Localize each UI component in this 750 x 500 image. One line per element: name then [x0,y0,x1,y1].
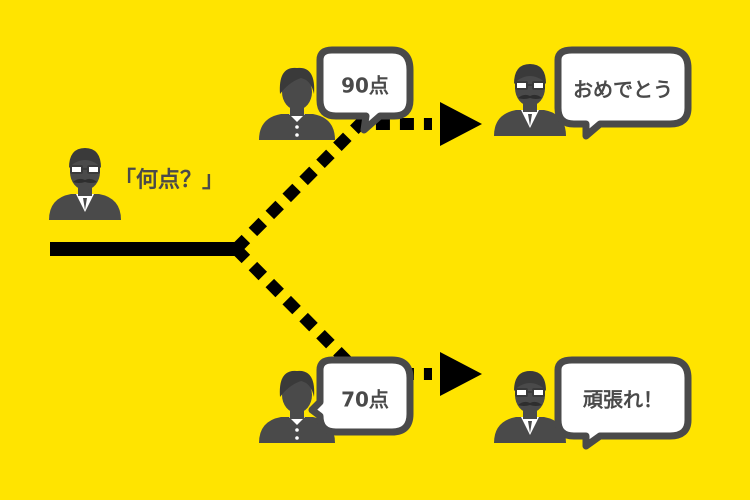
reply-label-lower: 頑張れ！ [583,387,663,412]
score-label-lower: 70点 [341,387,389,412]
upper-arrowhead [440,102,482,146]
lower-branch-line [231,244,432,380]
speech-bubble [316,46,414,134]
trunk-line [50,242,236,256]
lower-arrowhead [440,352,482,396]
speech-bubble [554,46,692,140]
upper-branch-line [231,118,432,254]
speech-bubble [554,356,692,450]
question-label: 「何点？」 [114,168,225,193]
speech-bubble [308,356,414,436]
teacher-icon [48,147,122,221]
reply-label-upper: おめでとう [573,77,673,102]
score-label-upper: 90点 [341,73,389,98]
